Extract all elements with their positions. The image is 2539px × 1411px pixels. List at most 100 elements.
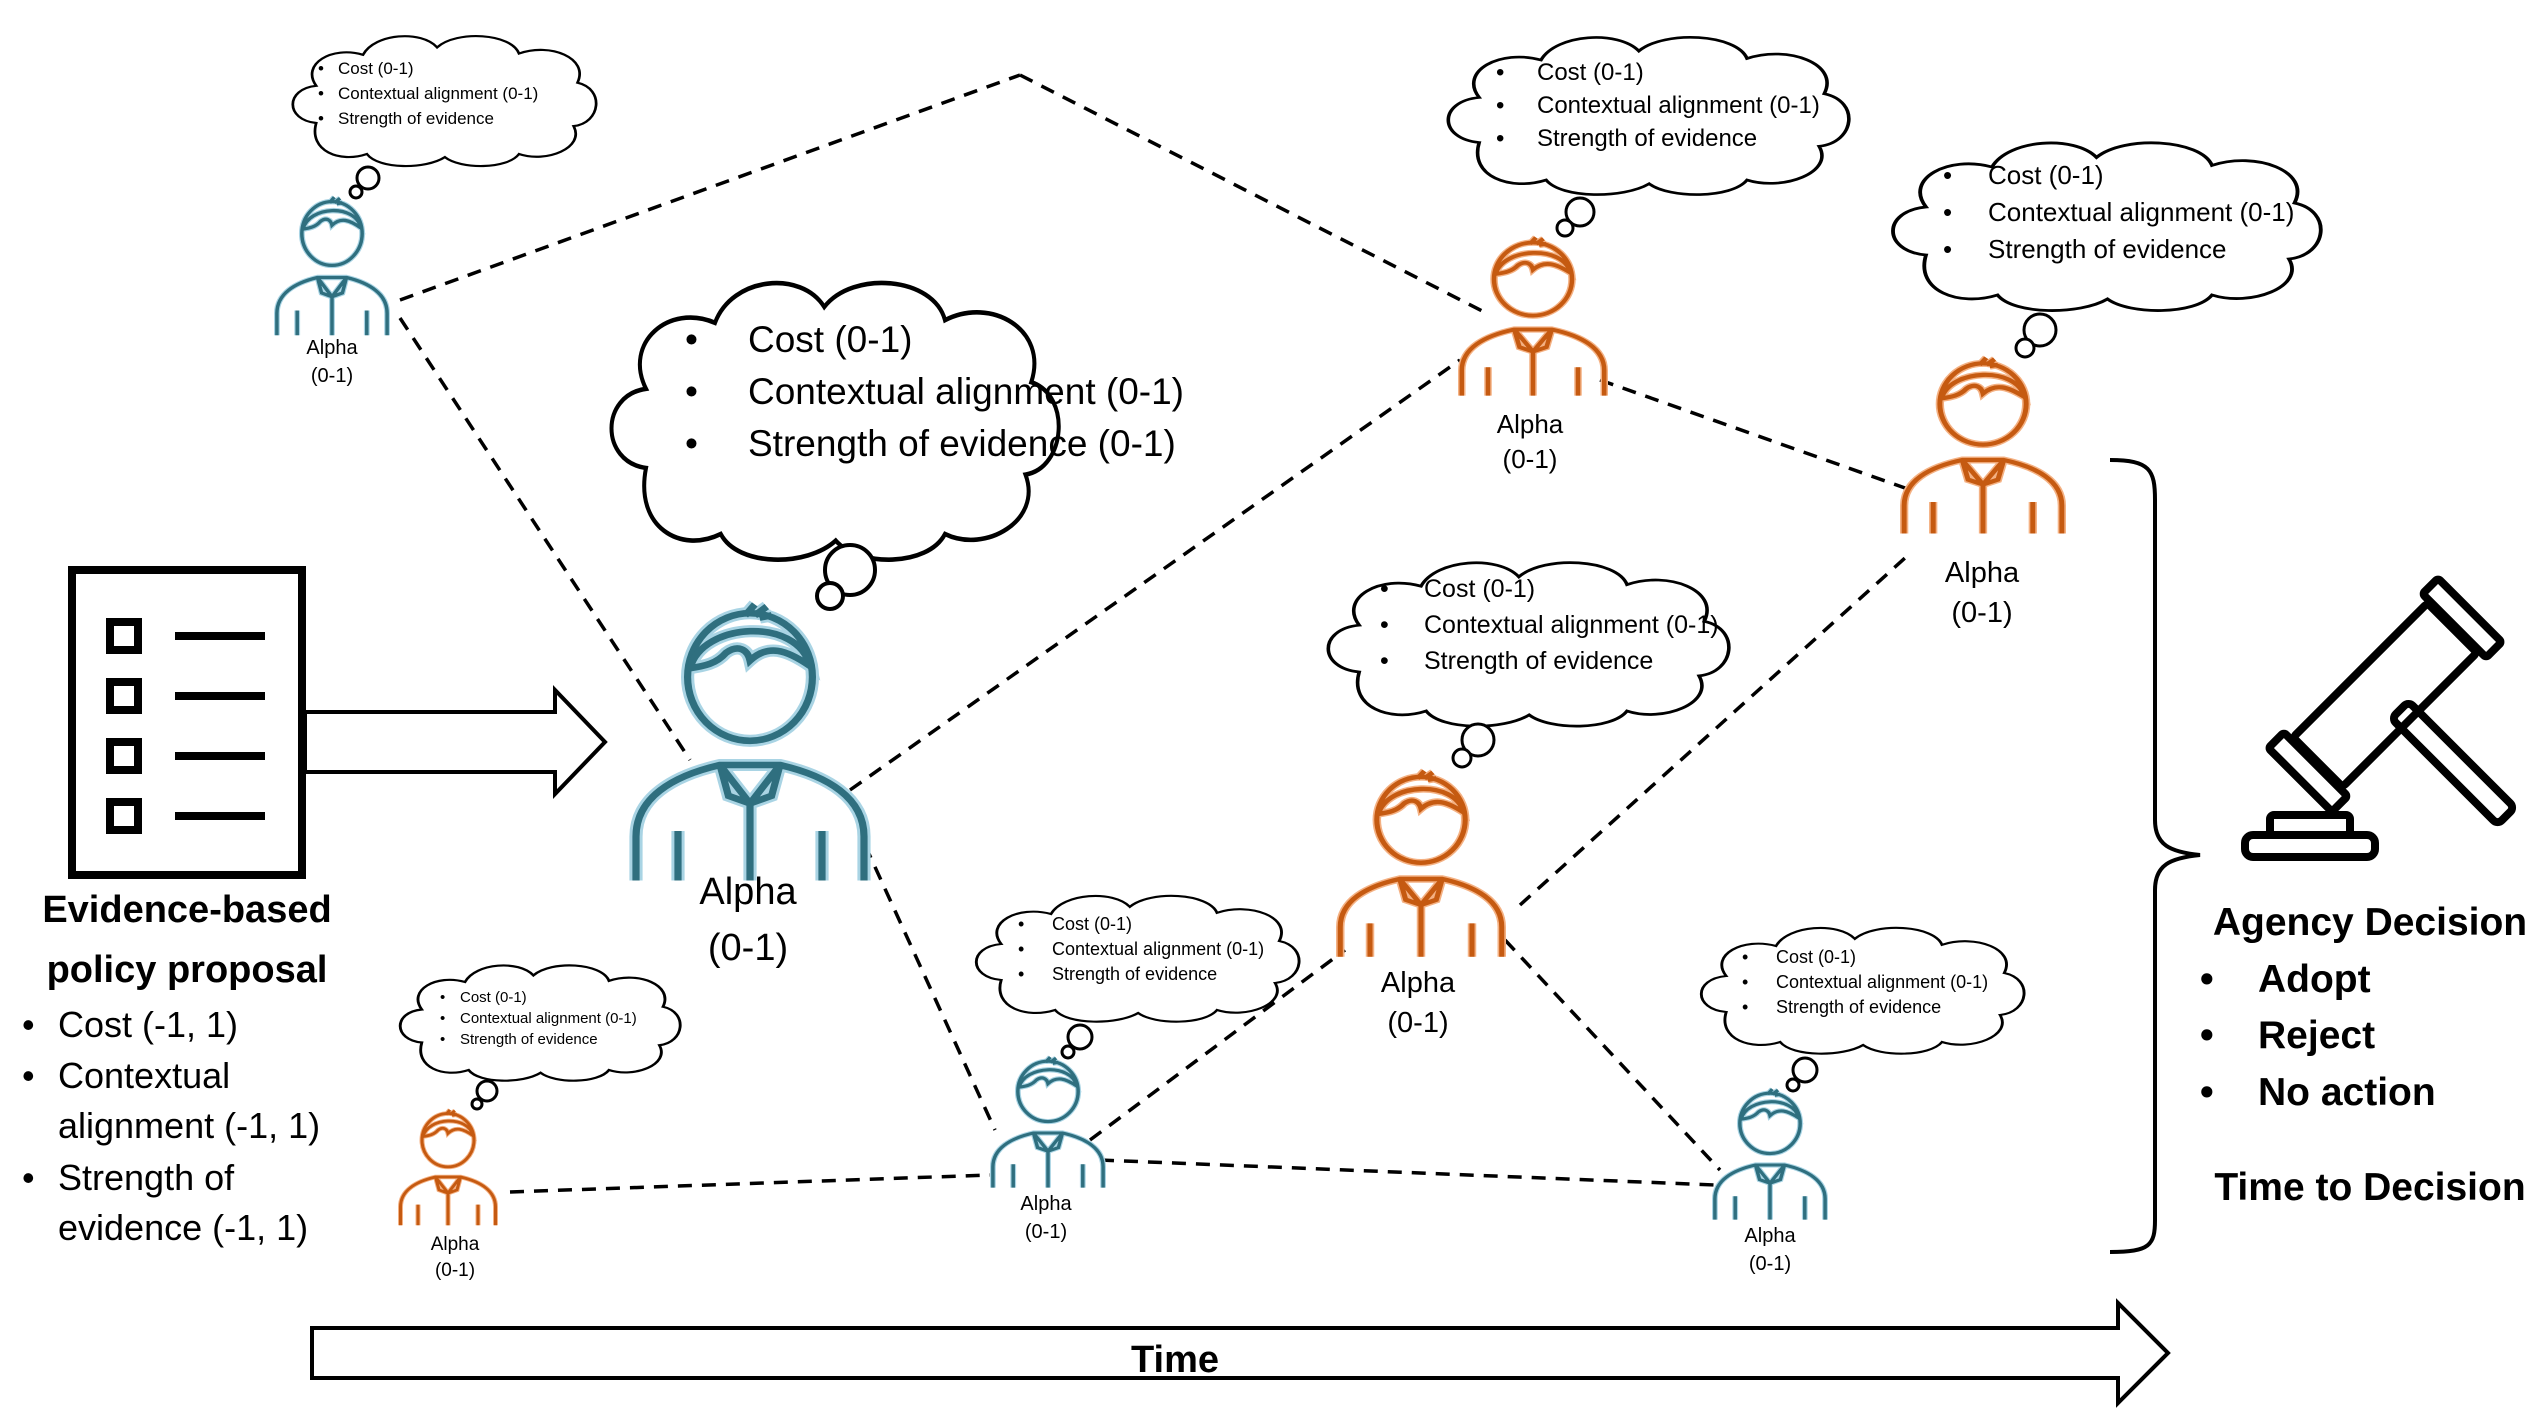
cloud-bullet: • <box>318 59 324 78</box>
proposal-item: alignment (-1, 1) <box>58 1105 320 1146</box>
network-edge <box>863 844 997 1131</box>
proposal-title-line2: policy proposal <box>47 949 328 991</box>
agent-a1: • Cost (0-1) • Contextual alignment (0-1… <box>277 34 598 387</box>
decision-panel: Agency Decision • Adopt • Reject • No ac… <box>2200 901 2527 1209</box>
cloud-bullet: • <box>1496 125 1504 152</box>
decision-option-adopt: Adopt <box>2258 958 2371 1001</box>
decision-bullet: • <box>2200 958 2214 1001</box>
agent-name: Alpha <box>431 1234 480 1255</box>
network-edge <box>1599 378 1906 490</box>
cloud-item: Cost (0-1) <box>338 59 414 78</box>
decision-bullet: • <box>2200 1014 2214 1057</box>
thought-bubble <box>1564 196 1596 228</box>
thought-bubble <box>815 581 845 611</box>
cloud-bullet: • <box>1018 914 1024 934</box>
decision-option-reject: Reject <box>2258 1014 2375 1057</box>
person-icon <box>1715 1089 1825 1220</box>
agent-range: (0-1) <box>311 365 353 387</box>
network-lines <box>398 73 1907 1194</box>
cloud-item: Strength of evidence <box>1052 964 1217 984</box>
cloud-item: Strength of evidence <box>1988 234 2227 264</box>
cloud-text: • Cost (0-1) • Contextual alignment (0-1… <box>318 59 538 128</box>
decision-bullet: • <box>2200 1071 2214 1114</box>
cloud-item: Contextual alignment (0-1) <box>1052 939 1264 959</box>
thought-bubble <box>355 165 381 191</box>
time-axis: Time <box>310 1298 2171 1408</box>
right-arrow-icon <box>310 1298 2171 1408</box>
cloud-item: Cost (0-1) <box>1776 947 1856 967</box>
thought-bubble <box>470 1097 484 1111</box>
thought-bubble <box>1785 1077 1801 1093</box>
proposal-bullet: • <box>22 1055 35 1096</box>
agent-name: Alpha <box>306 337 358 359</box>
cloud-text: • Cost (0-1) • Contextual alignment (0-1… <box>1018 914 1264 984</box>
agent-range: (0-1) <box>1387 1007 1448 1039</box>
cloud-text: • Cost (0-1) • Contextual alignment (0-1… <box>1943 160 2294 264</box>
person-icon <box>277 197 387 335</box>
thought-bubble <box>2014 337 2036 359</box>
network-edge <box>509 1173 991 1194</box>
proposal-item: Contextual <box>58 1055 230 1096</box>
thought-bubble <box>1451 747 1473 769</box>
proposal-item: evidence (-1, 1) <box>58 1207 308 1248</box>
person-icon <box>401 1110 496 1225</box>
thought-bubble <box>475 1079 499 1103</box>
person-icon <box>993 1057 1103 1188</box>
proposal-title-line1: Evidence-based <box>42 889 331 931</box>
agent-name: Alpha <box>1744 1225 1796 1247</box>
cloud-text: • Cost (0-1) • Contextual alignment (0-1… <box>1742 947 1988 1017</box>
cloud-bullet: • <box>318 84 324 103</box>
cloud-item: Contextual alignment (0-1) <box>460 1010 637 1027</box>
thought-bubble <box>1460 722 1496 758</box>
agent-name: Alpha <box>1381 967 1456 999</box>
cloud-bullet: • <box>440 1031 445 1048</box>
cloud-text: • Cost (0-1) • Contextual alignment (0-1… <box>685 319 1184 464</box>
network-edge <box>1088 948 1347 1142</box>
agent-a3: • Cost (0-1) • Contextual alignment (0-1… <box>1446 35 1851 474</box>
cloud-item: Strength of evidence <box>338 109 494 128</box>
cloud-item: Strength of evidence (0-1) <box>748 423 1176 464</box>
cloud-item: Cost (0-1) <box>1424 575 1535 603</box>
decision-option-no-action: No action <box>2258 1071 2436 1114</box>
cloud-item: Strength of evidence <box>460 1031 598 1048</box>
cloud-bullet: • <box>1943 234 1952 264</box>
cloud-bullet: • <box>318 109 324 128</box>
person-icon <box>1340 771 1502 957</box>
cloud-bullet: • <box>685 319 698 360</box>
thought-bubble <box>1066 1023 1094 1051</box>
agent-name: Alpha <box>1945 557 2020 589</box>
thought-bubble <box>1555 218 1575 238</box>
agent-a6: • Cost (0-1) • Contextual alignment (0-1… <box>400 963 682 1281</box>
cloud-bullet: • <box>440 989 445 1006</box>
cloud-bullet: • <box>1742 972 1748 992</box>
right-brace-icon <box>2109 458 2201 1254</box>
agent-range: (0-1) <box>1503 444 1558 474</box>
time-label: Time <box>1131 1339 1219 1381</box>
agent-range: (0-1) <box>1749 1253 1791 1275</box>
cloud-item: Contextual alignment (0-1) <box>748 371 1184 412</box>
agent-range: (0-1) <box>1951 597 2012 629</box>
cloud-item: Contextual alignment (0-1) <box>1537 92 1820 119</box>
network-edge <box>398 317 692 761</box>
cloud-bullet: • <box>1018 939 1024 959</box>
cloud-bullet: • <box>1742 947 1748 967</box>
proposal-item: Strength of <box>58 1157 235 1198</box>
agent-a7: • Cost (0-1) • Contextual alignment (0-1… <box>974 894 1301 1243</box>
proposal-bullet: • <box>22 1004 35 1045</box>
thought-bubble <box>823 543 877 597</box>
cloud-item: Contextual alignment (0-1) <box>1424 611 1719 639</box>
cloud-bullet: • <box>1380 575 1389 603</box>
proposal-bullet: • <box>22 1157 35 1198</box>
agent-name: Alpha <box>699 871 797 913</box>
cloud-bullet: • <box>1496 92 1504 119</box>
network-edge <box>1019 73 1491 317</box>
agent-a2: • Cost (0-1) • Contextual alignment (0-1… <box>612 283 1184 969</box>
cloud-text: • Cost (0-1) • Contextual alignment (0-1… <box>440 989 637 1048</box>
cloud-item: Strength of evidence <box>1537 125 1757 152</box>
agent-range: (0-1) <box>1025 1221 1067 1243</box>
cloud-item: Strength of evidence <box>1776 997 1941 1017</box>
proposal-text: Evidence-based policy proposal • Cost (-… <box>22 889 332 1248</box>
network-edge <box>848 358 1462 792</box>
person-icon <box>636 604 864 880</box>
